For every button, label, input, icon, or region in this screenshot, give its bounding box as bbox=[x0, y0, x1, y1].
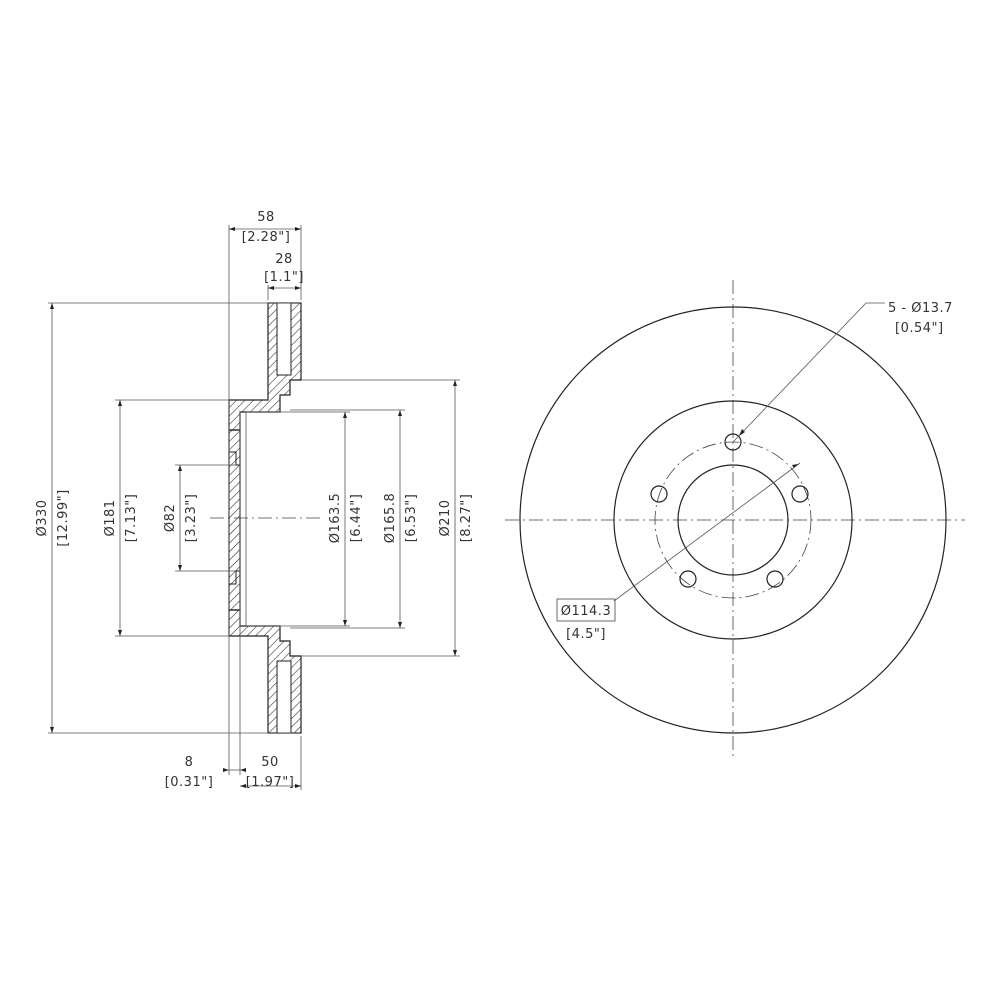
vane-gap-bottom bbox=[276, 660, 292, 734]
inner-diameter-a-mm: Ø163.5 bbox=[328, 493, 343, 543]
outer-rim bbox=[519, 306, 947, 734]
outer-diameter-inch: [12.99"] bbox=[56, 489, 71, 546]
bolt-hole-2 bbox=[791, 485, 809, 503]
disc-thickness-mm: 28 bbox=[275, 252, 293, 267]
bolt-circle-leader bbox=[613, 462, 801, 602]
inner-diameter-a-inch: [6.44"] bbox=[349, 494, 364, 543]
friction-inner-mm: Ø210 bbox=[438, 499, 453, 536]
vane-gap-top bbox=[276, 302, 292, 376]
hat-height-inch: [1.97"] bbox=[246, 775, 295, 790]
hat-height-mm: 50 bbox=[261, 755, 279, 770]
outer-diameter-mm: Ø330 bbox=[35, 499, 50, 536]
inner-diameter-b-mm: Ø165.8 bbox=[383, 493, 398, 543]
front-view: 5 - Ø13.7 [0.54"] Ø114.3 [4.5"] bbox=[505, 280, 965, 760]
bolt-hole-5 bbox=[650, 485, 668, 503]
center-bore-inch: [3.23"] bbox=[184, 494, 199, 543]
bolt-holes-inch: [0.54"] bbox=[895, 321, 944, 336]
center-bore-edge bbox=[229, 451, 240, 585]
bolt-hole-4 bbox=[679, 570, 697, 588]
friction-inner-inch: [8.27"] bbox=[459, 494, 474, 543]
bolt-hole-leader bbox=[732, 302, 867, 443]
hat-thickness-mm: 8 bbox=[185, 755, 194, 770]
center-bore bbox=[677, 464, 789, 576]
bolt-holes-mm: 5 - Ø13.7 bbox=[888, 301, 953, 316]
center-bore-mm: Ø82 bbox=[163, 504, 178, 532]
disc-thickness-inch: [1.1"] bbox=[264, 270, 304, 285]
hat-outline bbox=[613, 400, 853, 640]
hat-face bbox=[228, 429, 241, 611]
hat-thickness-inch: [0.31"] bbox=[165, 775, 214, 790]
hat-diameter-inch: [7.13"] bbox=[124, 494, 139, 543]
total-width-inch: [2.28"] bbox=[242, 230, 291, 245]
bolt-circle-label-box bbox=[556, 598, 616, 622]
hat-diameter-mm: Ø181 bbox=[103, 499, 118, 536]
section-view: 58 [2.28"] 28 [1.1"] Ø330 [12.99"] Ø181 … bbox=[35, 210, 474, 790]
total-width-mm: 58 bbox=[257, 210, 275, 225]
inner-diameter-b-inch: [6.53"] bbox=[404, 494, 419, 543]
bolt-circle-inch: [4.5"] bbox=[566, 627, 606, 642]
bolt-hole-1 bbox=[724, 433, 742, 451]
bolt-circle-mm: Ø114.3 bbox=[561, 604, 611, 619]
bolt-hole-3 bbox=[766, 570, 784, 588]
